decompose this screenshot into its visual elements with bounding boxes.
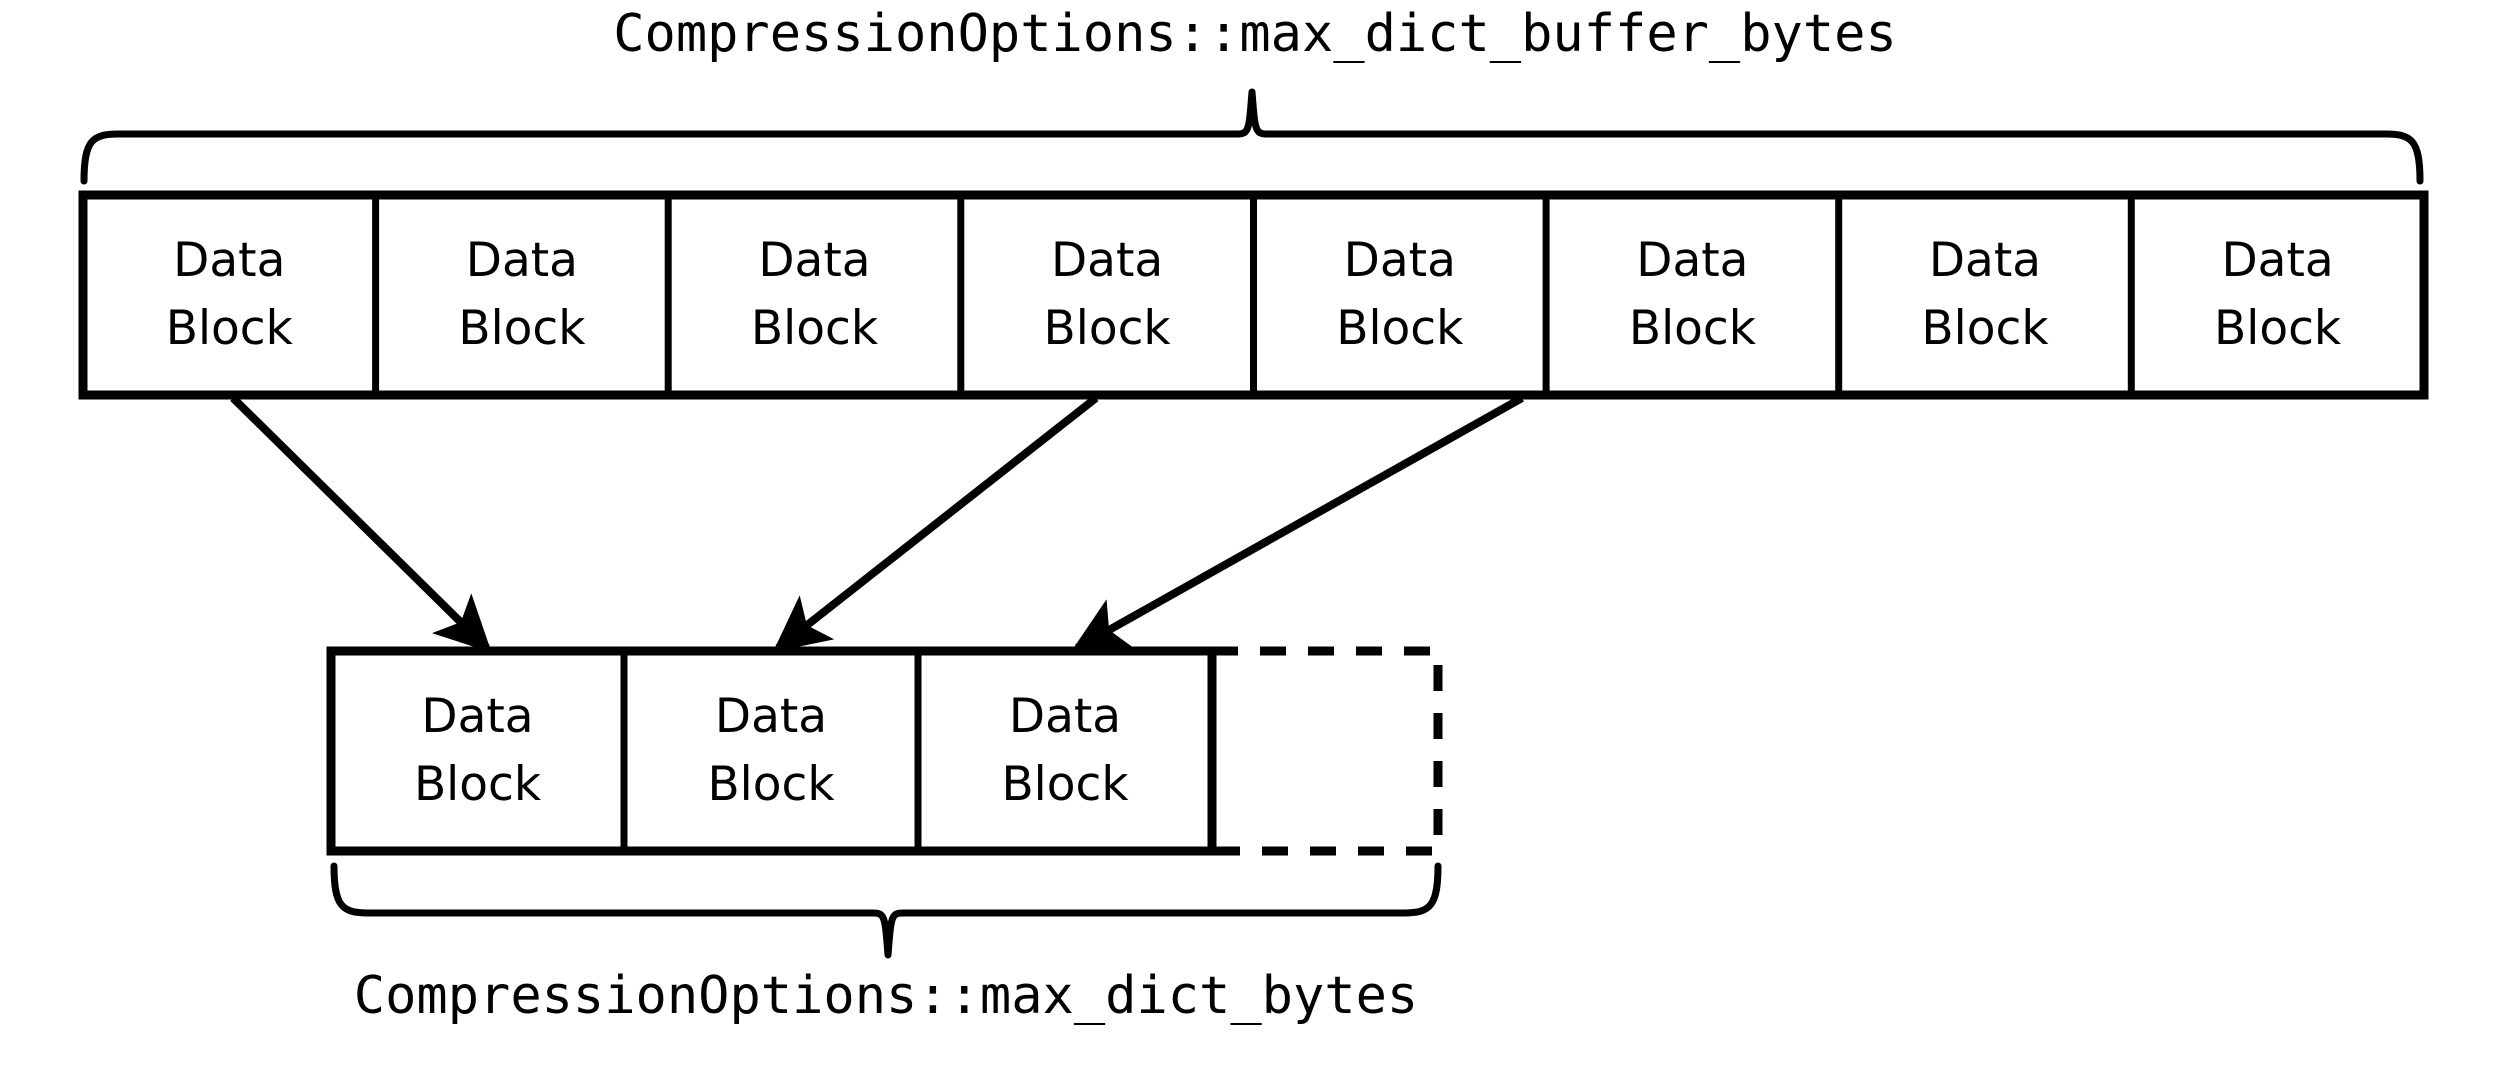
sample-arrow-2 (772, 394, 1099, 652)
top-brace (80, 88, 2424, 185)
bottom-row-outline (326, 646, 1217, 856)
sample-arrow-3 (1071, 394, 1524, 652)
bottom-brace (330, 862, 1442, 959)
bottom-brace-label: CompressionOptions::max_dict_bytes (353, 966, 1419, 1026)
bottom-blocks-group (326, 646, 1443, 856)
bottom-row-empty-slot (1212, 646, 1443, 856)
arrows-group (230, 394, 1524, 653)
top-blocks-group (78, 190, 2429, 400)
sample-arrow-1 (230, 395, 492, 653)
top-brace-label: CompressionOptions::max_dict_buffer_byte… (613, 4, 1897, 64)
